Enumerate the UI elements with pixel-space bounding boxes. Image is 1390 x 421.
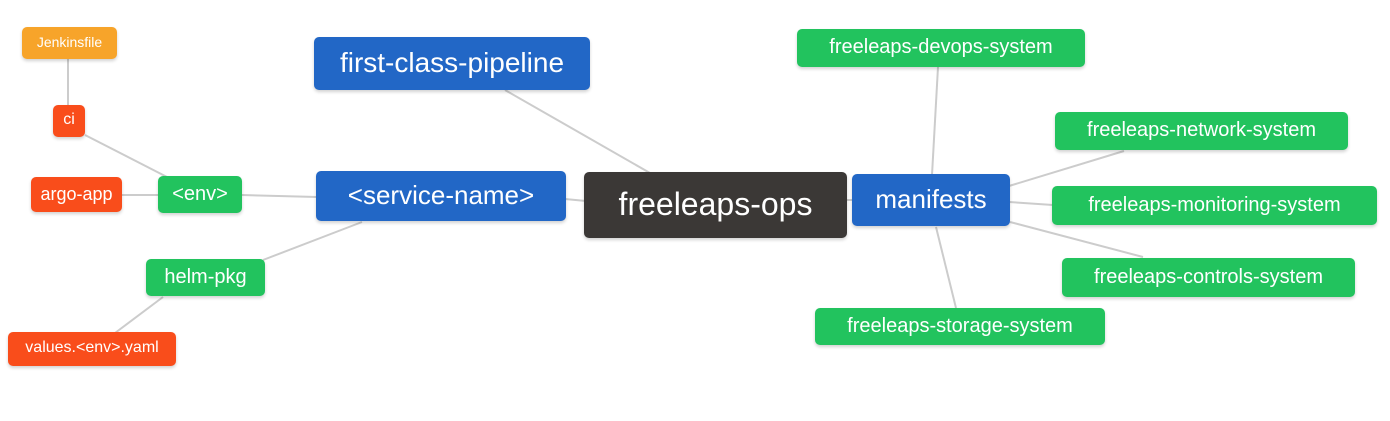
node-helm-pkg[interactable]: helm-pkg	[146, 259, 265, 296]
node-first-class-pipeline[interactable]: first-class-pipeline	[314, 37, 590, 90]
node-freeleaps-ops[interactable]: freeleaps-ops	[584, 172, 847, 238]
edge-manifests-to-freeleaps-devops-system	[931, 66, 939, 176]
edge-helm-pkg-to-service-name	[262, 221, 363, 261]
node-freeleaps-devops-system[interactable]: freeleaps-devops-system	[797, 29, 1085, 67]
node-ci[interactable]: ci	[53, 105, 85, 137]
edge-values-env-yaml-to-helm-pkg	[114, 296, 164, 334]
node-jenkinsfile[interactable]: Jenkinsfile	[22, 27, 117, 59]
node-service-name[interactable]: <service-name>	[316, 171, 566, 221]
node-freeleaps-storage-system[interactable]: freeleaps-storage-system	[815, 308, 1105, 345]
node-env[interactable]: <env>	[158, 176, 242, 213]
edge-service-name-to-freeleaps-ops	[564, 198, 587, 202]
edge-first-class-pipeline-to-freeleaps-ops	[504, 89, 651, 174]
edge-manifests-to-freeleaps-controls-system	[1009, 221, 1144, 258]
node-freeleaps-network-system[interactable]: freeleaps-network-system	[1055, 112, 1348, 150]
node-manifests[interactable]: manifests	[852, 174, 1010, 226]
edge-manifests-to-freeleaps-network-system	[1008, 150, 1125, 187]
edge-env-to-service-name	[241, 194, 318, 198]
node-freeleaps-controls-system[interactable]: freeleaps-controls-system	[1062, 258, 1355, 297]
edge-ci-to-env	[84, 134, 168, 178]
edge-manifests-to-freeleaps-storage-system	[935, 226, 957, 309]
node-freeleaps-monitoring-system[interactable]: freeleaps-monitoring-system	[1052, 186, 1377, 225]
edge-manifests-to-freeleaps-monitoring-system	[1008, 201, 1054, 206]
node-values-env-yaml[interactable]: values.<env>.yaml	[8, 332, 176, 366]
node-argo-app[interactable]: argo-app	[31, 177, 122, 212]
